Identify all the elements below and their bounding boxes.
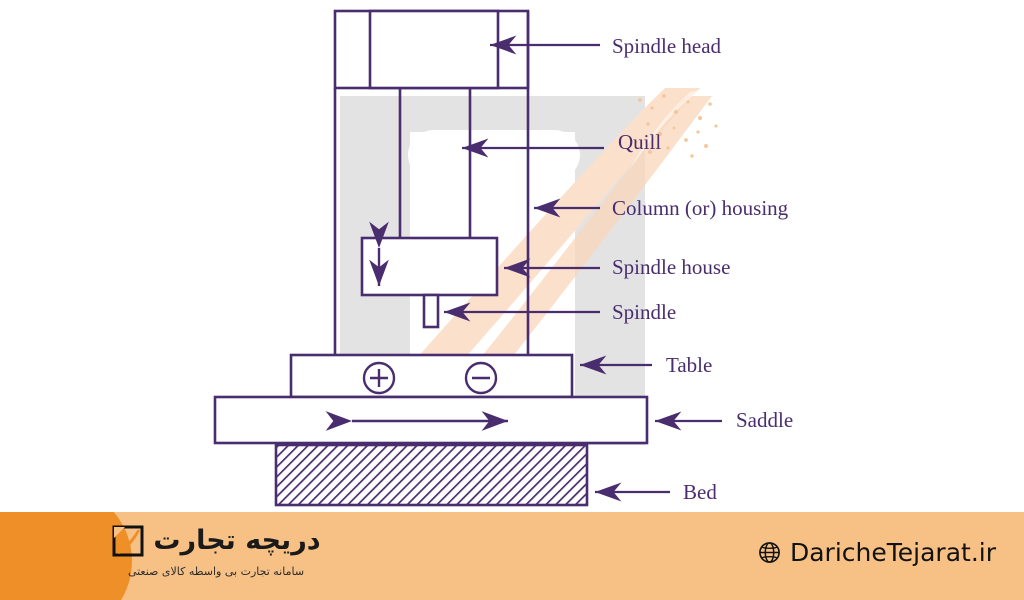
label-spindle: Spindle <box>612 300 677 324</box>
spindle-head-block <box>368 9 500 90</box>
watermark-brush-stroke-2 <box>420 96 712 432</box>
watermark-group <box>304 88 718 445</box>
watermark-bracket-inner-round <box>408 130 580 180</box>
brand-block[interactable]: دریچه تجارت سامانه تجارت بی واسطه کالای … <box>66 524 366 578</box>
globe-icon <box>759 542 780 563</box>
label-bed: Bed <box>683 480 717 504</box>
brand-row: دریچه تجارت <box>66 524 366 558</box>
footer-accent-shape <box>0 512 132 600</box>
watermark-bracket-top <box>340 96 645 132</box>
spindle-stub <box>422 293 440 329</box>
label-quill: Quill <box>618 130 662 154</box>
brand-name: دریچه تجارت <box>153 525 321 557</box>
dariche-tejarat-logo-mark <box>112 525 144 557</box>
bed-box <box>274 443 589 507</box>
table-minus-symbol <box>464 361 498 395</box>
leader-lines <box>444 35 722 502</box>
label-column-housing: Column (or) housing <box>612 196 789 220</box>
table-box <box>289 353 574 399</box>
site-url-block[interactable]: DaricheTejarat.ir <box>758 538 996 567</box>
site-url-text: DaricheTejarat.ir <box>789 538 996 567</box>
label-spindle-house: Spindle house <box>612 255 731 279</box>
table-plus-symbol <box>362 361 396 395</box>
footer-band: دریچه تجارت سامانه تجارت بی واسطه کالای … <box>0 512 1024 600</box>
label-spindle-head: Spindle head <box>612 34 722 58</box>
label-saddle: Saddle <box>736 408 794 432</box>
label-table: Table <box>666 353 713 377</box>
motion-symbols <box>325 221 508 431</box>
spindle-house-box <box>360 236 499 297</box>
watermark-speckles-top <box>634 94 718 158</box>
brand-tagline: سامانه تجارت بی واسطه کالای صنعتی <box>127 565 305 578</box>
saddle-box <box>213 395 649 445</box>
